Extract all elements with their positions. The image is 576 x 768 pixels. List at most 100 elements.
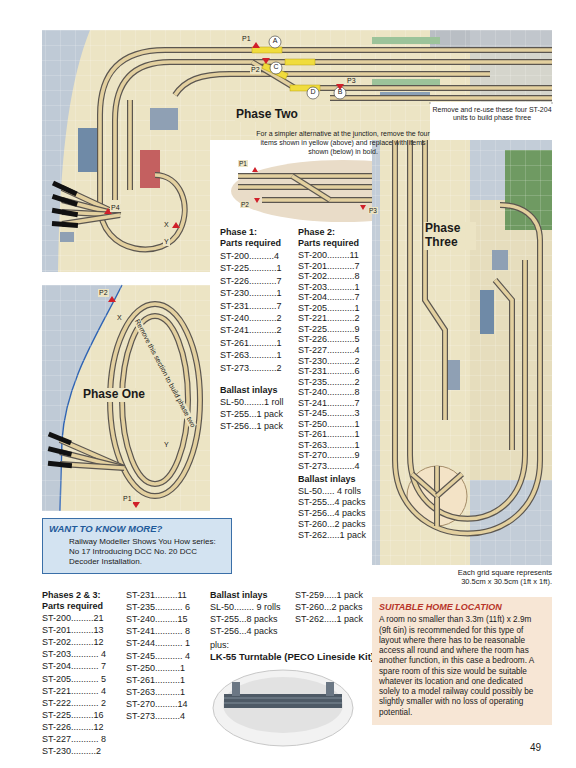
art-part [330,95,552,101]
text-label: ST-256...1 pack [220,421,283,431]
box-heading: SUITABLE HOME LOCATION [379,602,545,613]
art-part [492,250,508,270]
text-label: ST-261..........1 [126,675,185,685]
art-part [48,432,72,446]
text-label: ST-245...........3 [298,408,360,418]
text-label: ST-230...........2 [298,356,360,366]
phase-three-board [372,140,552,565]
text-label: SL-50..... 4 rolls [298,486,361,496]
text-label: ST-263...........1 [298,440,360,450]
art-part [224,698,342,703]
heading-label: Parts required [220,238,281,248]
text-label: P4 [110,204,121,212]
text-label: SL-50........ 9 rolls [210,602,281,612]
art-part [52,181,78,197]
art-part [252,167,258,172]
text-label: ST-273...........2 [220,363,282,373]
art-part [252,167,366,210]
art-part [372,140,552,565]
text-label: ST-262.....1 pack [298,530,366,540]
text-label: X [163,221,170,229]
art-part [48,461,72,468]
art-part [223,677,343,733]
art-part [42,285,210,511]
art-part [326,682,334,696]
text-label: ST-240.........15 [126,614,188,624]
text-label: P1 [122,495,133,503]
heading-label: Parts required [298,238,359,248]
art-part [269,36,281,48]
text-label: B [335,88,345,96]
box-body: A room no smaller than 3.3m (11ft) x 2.9… [379,615,545,718]
art-part [52,221,78,228]
art-part [495,280,512,450]
text-label: C [271,63,281,71]
art-part [425,140,445,420]
art-part [52,208,78,217]
heading-label: Parts required [42,601,103,611]
text-label: ST-227...........4 [298,345,360,355]
text-label: ST-273..........4 [126,711,185,721]
text-label: ST-200.........11 [298,250,359,260]
art-part [140,150,160,188]
text-label: ST-245........... 4 [126,651,190,661]
text-label: ST-256...4 packs [210,626,278,636]
text-label: Each grid square represents 30.5cm x 30.… [432,569,552,586]
heading-label: Ballast inlays [298,474,356,484]
art-part [172,222,180,228]
text-label: ST-202...........8 [298,271,360,281]
text-label: ST-222........... 2 [42,698,106,708]
text-label: ST-273...........4 [298,461,360,471]
text-label: SL-50........1 roll [220,397,284,407]
text-label: ST-235...........2 [298,377,360,387]
box-heading: WANT TO KNOW MORE? [49,523,225,535]
text-label: ST-261...........1 [298,429,360,439]
art-part [410,140,525,519]
heading-label: Phases 2 & 3: [42,590,101,600]
text-label: ST-261...........1 [220,338,282,348]
text-label: ST-221........... 4 [42,686,106,696]
art-part [270,62,282,74]
art-part [330,96,552,100]
art-part [410,140,525,519]
text-label: ST-204...........7 [298,292,360,302]
text-label: ST-225...........9 [298,324,360,334]
text-label: P1 [238,160,248,167]
text-label: ST-231.........11 [126,590,187,600]
art-part [262,63,288,79]
text-label: ST-227........... 8 [42,734,106,744]
text-label: ST-260...2 packs [298,519,366,529]
text-label: P2 [98,289,109,297]
heading-label: Ballast inlays [210,590,268,600]
info-box: WANT TO KNOW MORE? Railway Modeller Shows… [42,518,232,574]
heading-label: Phase 1: [220,227,257,237]
art-part [307,87,319,99]
text-label: ST-230..........2 [42,746,101,756]
art-part [292,176,330,200]
art-part [42,285,210,511]
text-label: ST-200.........21 [42,613,104,623]
text-label: ST-250...........1 [298,419,360,429]
art-part [108,296,116,302]
art-part [395,140,540,534]
text-label: ST-226...........5 [298,334,360,344]
text-label: ST-221...........2 [298,313,360,323]
text-label: ST-270.........14 [126,699,188,709]
callout-note: For a simpler alternative at the junctio… [252,130,434,164]
box-body: Railway Modeller Shows You How series: N… [49,537,225,567]
text-label: ST-263..........1 [126,687,185,697]
text-label: ST-201...........7 [298,261,360,271]
text-label: ST-262.....1 pack [295,614,363,624]
text-label: ST-202.........12 [42,637,104,647]
art-part [128,100,132,190]
text-label: ST-226.........12 [42,722,104,732]
text-label: X [116,314,123,322]
text-label: ST-240...........2 [220,313,282,323]
text-label: ST-201.........13 [42,625,104,635]
art-part [495,280,512,450]
text-label: Remove this section to build phase two [133,318,197,429]
text-label: Y [163,238,170,246]
art-part [372,37,440,44]
art-part [395,140,540,534]
